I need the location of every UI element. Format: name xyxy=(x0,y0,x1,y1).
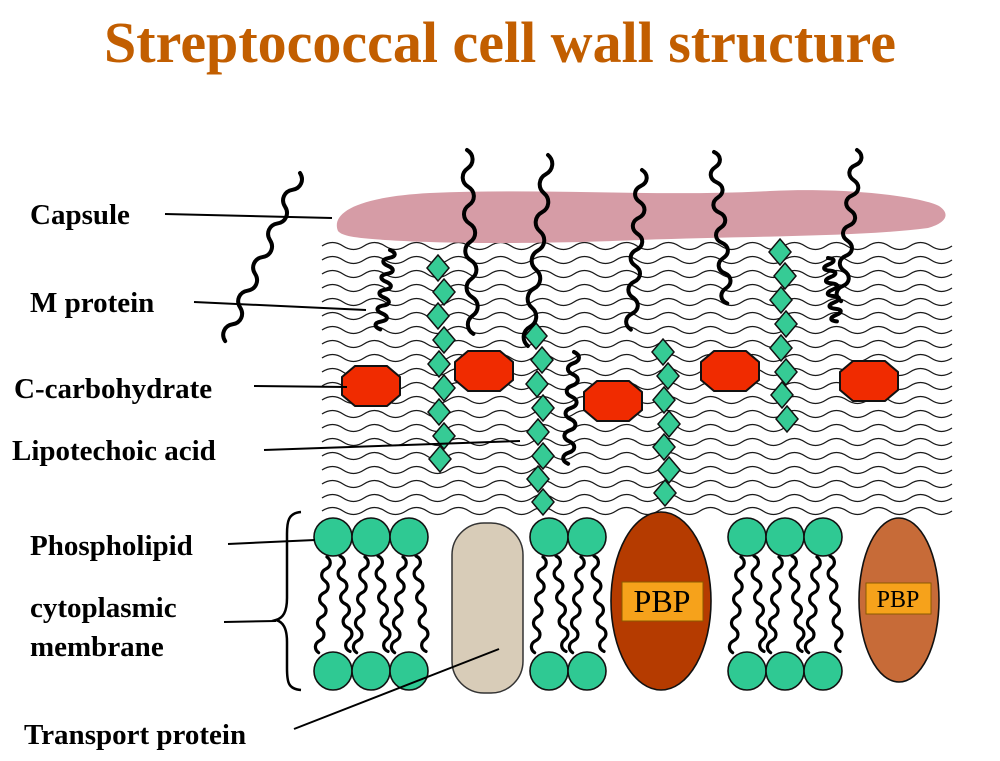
wall-wave-line xyxy=(321,325,953,335)
m-protein-squiggle xyxy=(523,154,554,346)
lipid-tail xyxy=(803,555,823,655)
c-carbohydrate-octagon xyxy=(839,360,899,402)
c-carbohydrate-octagon xyxy=(341,365,401,407)
label-connectors xyxy=(164,213,521,730)
c-carbohydrate-octagon xyxy=(700,350,760,392)
c-carbohydrate-label: C-carbohydrate xyxy=(14,373,212,405)
lta-diamond xyxy=(426,302,450,330)
wall-wave-line xyxy=(321,493,953,503)
lipid-tail xyxy=(351,555,371,655)
lipid-tail xyxy=(786,554,808,654)
transport-protein-label: Transport protein xyxy=(24,719,246,751)
capsule-connector-line xyxy=(164,213,333,219)
phospholipid-connector-line xyxy=(227,539,316,545)
lipid-tail xyxy=(567,555,587,655)
pbp-right-label: PBP xyxy=(877,587,920,613)
lipid-tail xyxy=(334,554,356,654)
phospholipid-head xyxy=(803,651,843,691)
phospholipid-head xyxy=(727,517,767,557)
wall-wave-line xyxy=(321,423,953,433)
phospholipid-head xyxy=(389,517,429,557)
phospholipid-head xyxy=(351,517,391,557)
wall-wave-line xyxy=(321,506,953,516)
lipid-tail xyxy=(727,555,747,655)
lipotechoic-connector-line xyxy=(263,440,521,451)
wall-wave-line xyxy=(321,479,953,489)
pbp-left-label-box xyxy=(621,581,704,622)
lta-diamond xyxy=(432,374,456,402)
phospholipid-head xyxy=(567,651,607,691)
phospholipid-label: Phospholipid xyxy=(30,530,193,562)
lta-diamond xyxy=(526,465,550,493)
wall-wave-line xyxy=(321,451,953,461)
lipid-tail xyxy=(529,555,549,655)
lta-diamond xyxy=(657,456,681,484)
cytoplasmic-membrane-label-line2: membrane xyxy=(30,631,164,663)
lta-diamond xyxy=(531,442,555,470)
wall-wave-line xyxy=(321,269,953,279)
pbp-left-label: PBP xyxy=(634,583,691,619)
lta-diamond xyxy=(651,338,675,366)
lipid-tail xyxy=(765,555,785,655)
page-title: Streptococcal cell wall structure xyxy=(104,10,896,75)
c-carbohydrate-octagon xyxy=(583,380,643,422)
lipid-tail xyxy=(313,555,333,655)
phospholipid-head xyxy=(567,517,607,557)
lipid-tail xyxy=(372,554,394,654)
lipid-tail xyxy=(410,554,432,654)
c-carbohydrate-octagon xyxy=(454,350,514,392)
lipid-tail xyxy=(824,554,846,654)
m-protein-squiggle xyxy=(373,247,398,333)
lta-diamond xyxy=(432,326,456,354)
lta-diamond xyxy=(774,358,798,386)
phospholipid-head xyxy=(351,651,391,691)
phospholipid-head xyxy=(803,517,843,557)
cytoplasmic-membrane-label-line1: cytoplasmic xyxy=(30,592,177,624)
lipid-tail xyxy=(748,554,770,654)
transport-protein-shape xyxy=(451,522,524,694)
lipid-tails xyxy=(313,554,846,655)
m-protein-squiggle xyxy=(220,171,304,343)
m-protein-label: M protein xyxy=(30,287,154,319)
m-protein-squiggle xyxy=(560,349,582,467)
lipid-tail xyxy=(588,554,610,654)
lipid-tail xyxy=(389,555,409,655)
lta-diamond xyxy=(432,278,456,306)
lta-diamond xyxy=(531,488,555,516)
pbp-right-label-box xyxy=(865,582,932,615)
membrane-bracket xyxy=(271,510,302,692)
lipid-tail xyxy=(550,554,572,654)
lta-diamond xyxy=(428,445,452,473)
m-protein-connector-line xyxy=(193,301,367,311)
capsule-label: Capsule xyxy=(30,199,130,231)
phospholipid-head xyxy=(529,517,569,557)
lta-diamond xyxy=(769,334,793,362)
lta-diamond xyxy=(530,346,554,374)
lta-diamond xyxy=(426,254,450,282)
phospholipid-head xyxy=(313,517,353,557)
lta-diamond xyxy=(525,370,549,398)
lta-diamond xyxy=(652,386,676,414)
phospholipid-head xyxy=(727,651,767,691)
phospholipid-head xyxy=(313,651,353,691)
wall-wave-line xyxy=(321,465,953,475)
c-carbohydrate-connector-line xyxy=(253,385,348,388)
lta-diamond xyxy=(657,410,681,438)
lipotechoic-acid-label: Lipotechoic acid xyxy=(12,435,216,467)
wall-wave-line xyxy=(321,311,953,321)
lta-diamond xyxy=(652,433,676,461)
phospholipid-head xyxy=(529,651,569,691)
transport-connector-line xyxy=(293,648,500,730)
wall-wave-line xyxy=(321,283,953,293)
membrane-connector-line xyxy=(223,620,277,623)
wall-wave-line xyxy=(321,339,953,349)
phospholipid-head xyxy=(765,517,805,557)
wall-wave-line xyxy=(321,255,953,265)
lta-diamond xyxy=(768,238,792,266)
lta-diamond xyxy=(526,418,550,446)
phospholipid-head xyxy=(765,651,805,691)
